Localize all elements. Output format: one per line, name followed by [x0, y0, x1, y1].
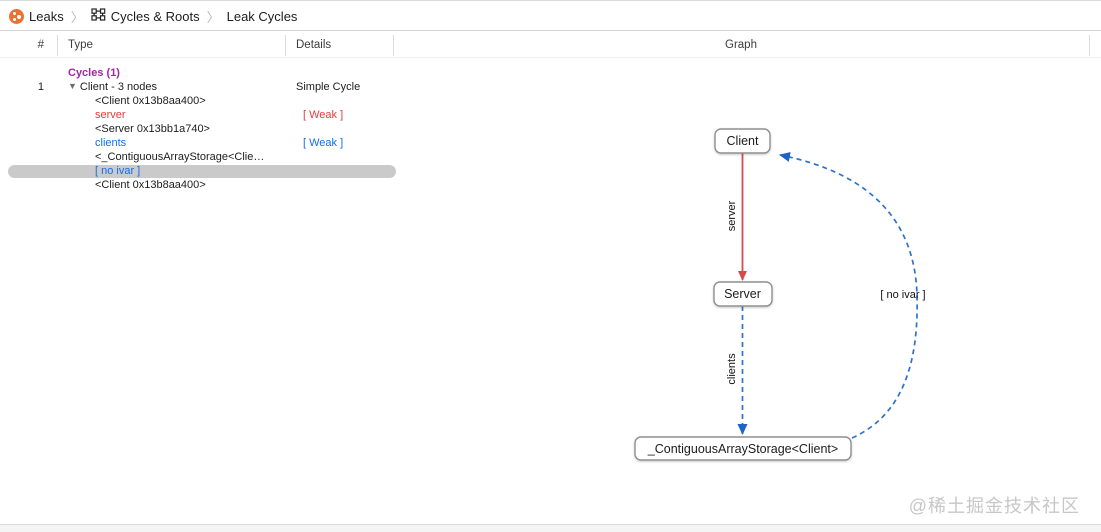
chevron-right-icon: 〉	[70, 9, 84, 25]
edge-storage-client[interactable]	[779, 152, 918, 439]
row-type: clients	[95, 137, 127, 149]
leak-cycles-outline: Cycles (1) 1 ▼Client - 3 nodes Simple Cy…	[0, 66, 400, 192]
row-type: ▼Client - 3 nodes	[68, 81, 157, 93]
column-separator[interactable]	[57, 35, 58, 56]
breadcrumb-item-leak-cycles[interactable]: Leak Cycles	[227, 9, 298, 24]
table-row[interactable]: <Client 0x13b8aa400>	[0, 178, 400, 192]
graph-node-storage[interactable]: _ContiguousArrayStorage<Client>	[634, 436, 852, 461]
row-type: <Client 0x13b8aa400>	[95, 179, 206, 191]
breadcrumb-label: Leak Cycles	[226, 8, 298, 24]
column-header-graph: Graph	[725, 39, 757, 51]
column-header-type[interactable]: Type	[68, 39, 93, 51]
table-row[interactable]: 1 ▼Client - 3 nodes Simple Cycle	[0, 80, 400, 94]
cycles-roots-icon	[91, 8, 106, 24]
table-row-selected[interactable]: [ no ivar ]	[0, 164, 400, 178]
row-type: <Client 0x13b8aa400>	[95, 95, 206, 107]
edge-label-no-ivar: [ no ivar ]	[880, 289, 925, 301]
node-label: Server	[724, 287, 761, 301]
group-row-cycles[interactable]: Cycles (1)	[0, 66, 400, 80]
cycle-graph: server clients [ no ivar ] Client Server…	[634, 128, 926, 461]
selection-highlight	[8, 164, 396, 178]
column-separator[interactable]	[1089, 35, 1090, 56]
row-index: 1	[37, 81, 44, 93]
edge-label-server: server	[726, 200, 738, 231]
table-row[interactable]: <_ContiguousArrayStorage<Clie…	[0, 150, 400, 164]
node-label: Client	[727, 134, 759, 148]
graph-node-server[interactable]: Server	[713, 281, 773, 307]
leaks-instrument-icon	[9, 8, 24, 24]
table-row[interactable]: clients [ Weak ]	[0, 136, 400, 150]
group-label: Cycles (1)	[68, 67, 120, 79]
row-details: Simple Cycle	[296, 81, 361, 93]
table-row[interactable]: <Server 0x13bb1a740>	[0, 122, 400, 136]
watermark: @稀土掘金技术社区	[908, 496, 1080, 516]
breadcrumb-item-cycles-roots[interactable]: Cycles & Roots	[91, 8, 200, 24]
disclosure-triangle-icon[interactable]: ▼	[68, 81, 77, 91]
column-separator[interactable]	[285, 35, 286, 56]
node-label: _ContiguousArrayStorage<Client>	[647, 442, 838, 456]
table-header: # Type Details Graph	[0, 32, 1101, 58]
column-header-details[interactable]: Details	[296, 39, 332, 51]
row-details: [ Weak ]	[303, 109, 344, 121]
row-type: [ no ivar ]	[95, 165, 141, 177]
breadcrumb-label: Cycles & Roots	[110, 8, 200, 24]
table-row[interactable]: server [ Weak ]	[0, 108, 400, 122]
breadcrumb: Leaks 〉 Cycles & Roots	[0, 2, 1101, 31]
table-row[interactable]: <Client 0x13b8aa400>	[0, 94, 400, 108]
row-type: <Server 0x13bb1a740>	[95, 123, 210, 135]
graph-node-client[interactable]: Client	[714, 128, 771, 154]
column-separator[interactable]	[393, 35, 394, 56]
breadcrumb-label: Leaks	[29, 8, 64, 24]
breadcrumb-item-leaks[interactable]: Leaks	[9, 8, 64, 24]
row-details: [ Weak ]	[303, 137, 344, 149]
row-type: <_ContiguousArrayStorage<Clie…	[95, 151, 265, 163]
bottom-panel-edge	[0, 524, 1101, 532]
edge-label-clients: clients	[726, 353, 738, 385]
column-header-index[interactable]: #	[37, 39, 44, 51]
row-type: server	[95, 109, 126, 121]
chevron-right-icon: 〉	[206, 9, 220, 25]
